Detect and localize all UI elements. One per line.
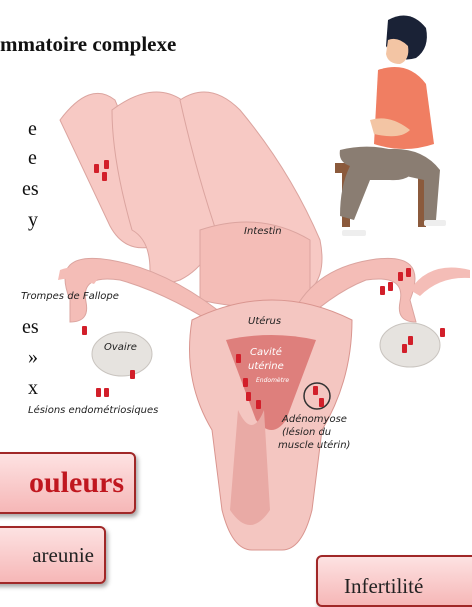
douleurs-button[interactable]: ouleurs [0,452,136,514]
label-cavite: Cavité [250,347,282,358]
text-fragment: e [28,118,37,141]
text-fragment: e [28,147,37,170]
label-adenomyose: Adénomyose [282,414,347,425]
infertilite-button[interactable]: Infertilité [316,555,472,607]
label-trompes: Trompes de Fallope [21,291,119,302]
text-fragment: y [28,209,38,232]
woman-pain-illustration [335,16,446,237]
text-fragment: es [22,178,39,201]
label-cavite: utérine [248,361,284,372]
text-fragment: es [22,316,39,339]
dyspareunie-label: areunie [32,543,94,568]
text-fragment: » [28,346,38,369]
label-adenomyose: muscle utérin) [278,440,350,451]
label-ovaire: Ovaire [104,342,137,353]
label-adenomyose: (lésion du [282,427,331,438]
uterus-shape [92,300,440,550]
dyspareunie-button[interactable]: areunie [0,526,106,584]
label-uterus: Utérus [248,316,281,327]
label-endometre: Endomètre [256,377,289,384]
label-lesions: Lésions endométriosiques [28,405,158,416]
infertilite-label: Infertilité [344,574,423,599]
page-heading: mmatoire complexe [0,32,176,57]
douleurs-label: ouleurs [29,466,124,500]
text-fragment: x [28,377,38,400]
label-intestin: Intestin [244,226,282,237]
